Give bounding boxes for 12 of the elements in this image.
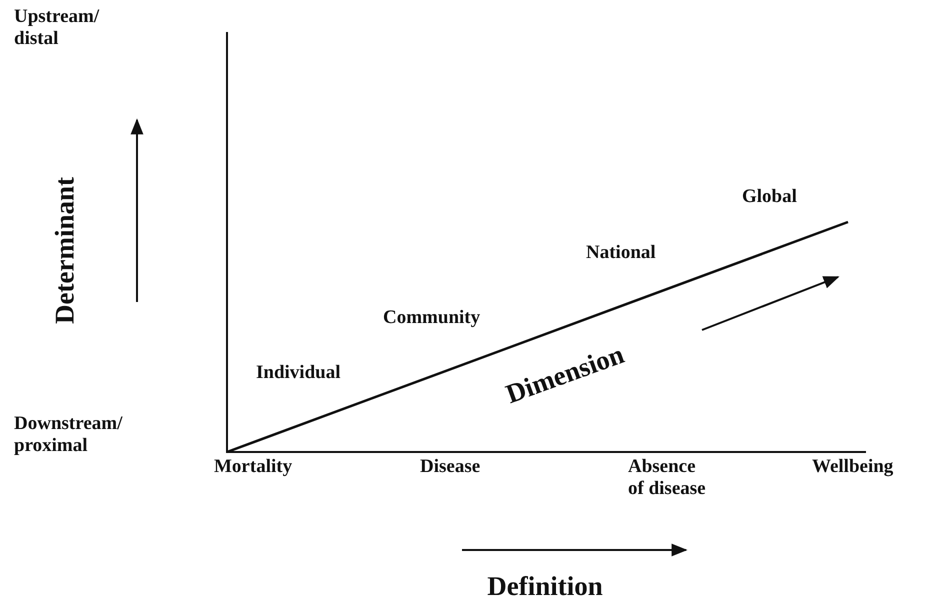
level-label: National xyxy=(586,242,657,264)
axis-end-label: Upstream/ distal xyxy=(14,6,100,50)
category-label: Absence of disease xyxy=(628,456,707,500)
level-label: Global xyxy=(742,186,798,208)
level-label: Individual xyxy=(256,362,342,384)
axis-title: Determinant xyxy=(50,176,80,326)
category-label: Mortality xyxy=(214,456,294,478)
category-label: Wellbeing xyxy=(812,456,894,478)
axis-title: Definition xyxy=(486,571,604,602)
level-label: Community xyxy=(383,307,482,329)
axis-end-label: Downstream/ proximal xyxy=(14,413,124,457)
category-label: Disease xyxy=(420,456,482,478)
